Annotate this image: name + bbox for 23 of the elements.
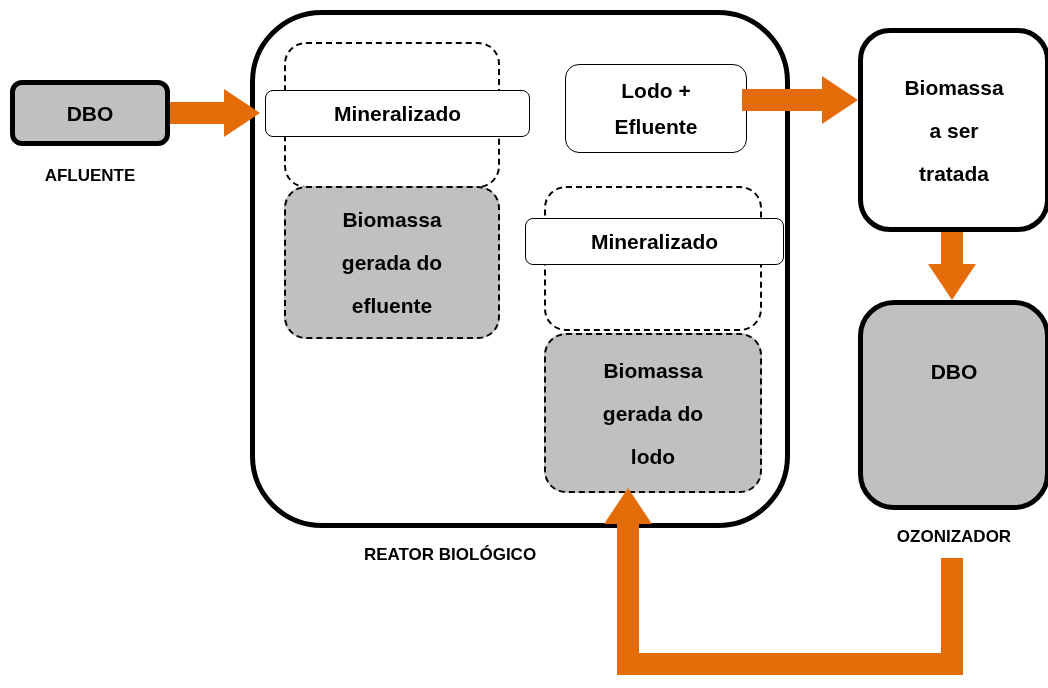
arrow xyxy=(170,89,260,137)
process-box xyxy=(858,28,1048,232)
node-label: Biomassa gerada do lodo xyxy=(601,357,705,470)
process-box xyxy=(284,186,500,339)
node-label: DBO xyxy=(930,359,978,385)
node-caption: OZONIZADOR xyxy=(895,527,1013,547)
process-box xyxy=(10,80,170,146)
arrow xyxy=(604,488,963,675)
node-label: Biomassa gerada do efluente xyxy=(340,207,444,319)
node-label: Lodo + Efluente xyxy=(613,77,699,140)
process-box xyxy=(565,64,747,153)
process-box xyxy=(525,218,784,265)
process-box xyxy=(265,90,530,137)
node-caption: AFLUENTE xyxy=(43,166,137,186)
node-label: Mineralizado xyxy=(590,229,719,255)
node-label: REATOR BIOLÓGICO xyxy=(362,545,538,565)
arrow xyxy=(928,232,976,300)
process-box xyxy=(858,300,1048,510)
process-box xyxy=(544,333,762,493)
arrow xyxy=(742,76,858,124)
node-label: DBO xyxy=(66,100,114,127)
node-label: Biomassa a ser tratada xyxy=(904,74,1004,187)
node-label: Mineralizado xyxy=(333,101,462,127)
